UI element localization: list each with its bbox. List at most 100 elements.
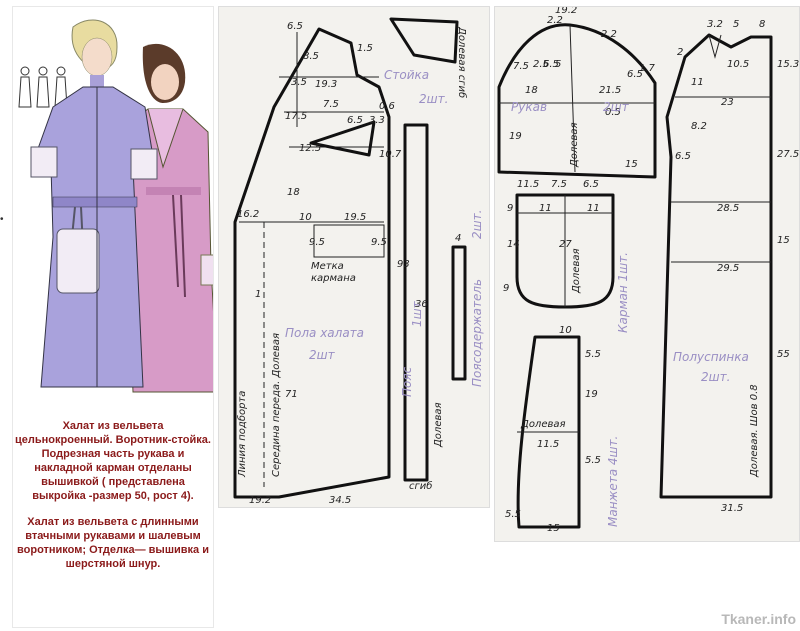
pattern-text: 11.5 xyxy=(517,179,539,190)
belt-loop-strip xyxy=(451,245,467,381)
pattern-text: 15.3 xyxy=(777,59,799,70)
pattern-text: Долевая xyxy=(433,402,444,448)
pattern-text: 9.5 xyxy=(371,237,387,248)
pattern-text: 17.5 xyxy=(285,111,307,122)
pattern-text: 11.5 xyxy=(537,439,559,450)
pattern-text: 8.2 xyxy=(691,121,707,132)
pattern-text: 6.5 xyxy=(543,59,559,70)
pattern-text: 5 xyxy=(555,59,561,70)
pattern-text: 15 xyxy=(547,523,560,534)
pattern-text: 4 xyxy=(455,233,461,244)
pattern-text: 93 xyxy=(397,259,410,270)
front-pattern-panel: 6.5 8.5 1.5 3.5 19.3 7.5 6.5 3.3 12.5 17… xyxy=(218,6,490,508)
pattern-text: 19.2 xyxy=(249,495,271,506)
collar-stand-label: Стойка xyxy=(384,68,429,82)
pattern-text: 19.2 xyxy=(555,7,577,16)
pattern-text: 5.5 xyxy=(585,349,601,360)
pattern-text: 6.5 xyxy=(347,115,363,126)
robe-illustration xyxy=(18,19,213,393)
collar-stand-piece xyxy=(389,17,459,64)
pattern-text: Долевая сгиб xyxy=(456,26,468,98)
pattern-text: 18 xyxy=(525,85,538,96)
pattern-text: 2.5 xyxy=(533,59,549,70)
pattern-text: 9.5 xyxy=(309,237,325,248)
page-marker: • xyxy=(0,214,4,225)
pattern-text: 10.7 xyxy=(379,149,402,160)
pink-robe-figure xyxy=(122,43,213,393)
pattern-text: Долевая xyxy=(571,248,582,294)
pattern-text: 31.5 xyxy=(721,503,743,514)
pattern-text: 6.5 xyxy=(675,151,691,162)
sleeve-piece xyxy=(497,23,657,179)
pattern-text: 10 xyxy=(559,325,572,336)
pattern-text: 2.2 xyxy=(601,29,617,40)
caption-paragraph-2: Халат из вельвета с длинными втачными ру… xyxy=(17,516,209,570)
pattern-text: 1шт xyxy=(410,300,424,327)
pattern-text: 19.3 xyxy=(315,79,337,90)
pattern-text: 15 xyxy=(777,235,790,246)
watermark-logo: Tkaner.info xyxy=(721,611,796,627)
pattern-text: 19.5 xyxy=(344,212,366,223)
pattern-text: 9 xyxy=(507,203,513,214)
illustration-panel: Халат из вельвета цельнокроенный. Воротн… xyxy=(12,6,214,628)
pattern-text: 2шт. xyxy=(701,370,730,384)
pattern-text: 5.5 xyxy=(585,455,601,466)
pattern-text: Долевая. Шов 0.8 xyxy=(749,384,760,478)
pattern-text: 29.5 xyxy=(717,263,739,274)
pattern-text: Долевая xyxy=(520,419,566,430)
pattern-text: 2.2 xyxy=(547,15,563,26)
pattern-text: 2шт. xyxy=(419,92,448,106)
pattern-text: 6.5 xyxy=(287,21,303,32)
pattern-text: 8 xyxy=(759,19,765,30)
pattern-text: 36 xyxy=(415,299,428,310)
pattern-text: 9 xyxy=(503,283,509,294)
pattern-text: 6.5 xyxy=(583,179,599,190)
pattern-text: 34.5 xyxy=(329,495,351,506)
back-half-piece xyxy=(659,33,773,499)
pattern-text: 3.5 xyxy=(291,77,307,88)
pattern-text: 15 xyxy=(625,159,638,170)
pattern-text: 19 xyxy=(585,389,598,400)
pattern-text: 1.5 xyxy=(357,43,373,54)
back-half-label: Полуспинка xyxy=(673,350,749,364)
pattern-text: 0.6 xyxy=(379,101,395,112)
pattern-text: 7.5 xyxy=(513,61,529,72)
pattern-text: 3.3 xyxy=(369,115,385,126)
pattern-text: 18 xyxy=(287,187,300,198)
pattern-text: 27.5 xyxy=(777,149,799,160)
front-panel-outline xyxy=(233,27,391,499)
pattern-text: 2шт xyxy=(309,348,336,362)
pattern-text: 2 xyxy=(677,47,683,58)
sleeve-label: Рукав xyxy=(511,100,547,114)
pattern-text: Долевая xyxy=(569,122,580,168)
pattern-text: кармана xyxy=(311,273,356,284)
back-pattern-panel: 19.2 2.2 2.2 1.7 7.5 2.5 6.5 5 18 21.5 6… xyxy=(494,5,800,542)
belt-strip xyxy=(403,123,429,482)
pattern-text: 11 xyxy=(691,77,704,88)
pocket-label: Карман 1шт. xyxy=(616,252,630,333)
pattern-text: 10.5 xyxy=(727,59,749,70)
pattern-text: 7.5 xyxy=(551,179,567,190)
pattern-text: 23 xyxy=(721,97,734,108)
back-pattern-drawing: 19.2 2.2 2.2 1.7 7.5 2.5 6.5 5 18 21.5 6… xyxy=(497,5,799,534)
lavender-robe-figure xyxy=(30,19,158,388)
pattern-text: 55 xyxy=(777,349,790,360)
belt-loop-label: Поясодержатель xyxy=(470,279,484,387)
pattern-text: 1 xyxy=(255,289,261,300)
pattern-text: 5 xyxy=(733,19,739,30)
pattern-text: 28.5 xyxy=(717,203,739,214)
pocket-mark-label: Метка xyxy=(311,261,344,272)
pattern-text: 7.5 xyxy=(323,99,339,110)
center-front-label: Середина переда. Долевая xyxy=(271,333,282,477)
thumbnail-figures xyxy=(18,66,68,108)
pattern-text: 3.2 xyxy=(707,19,723,30)
facing-line-label: Линия подборта xyxy=(236,391,248,478)
caption-paragraph-1: Халат из вельвета цельнокроенный. Воротн… xyxy=(15,420,211,502)
pattern-text: 71 xyxy=(285,389,298,400)
cuff-piece xyxy=(516,335,581,529)
pattern-text: 12.5 xyxy=(299,143,321,154)
caption-text: Халат из вельвета цельнокроенный. Воротн… xyxy=(13,419,213,583)
pattern-text: 19 xyxy=(509,131,522,142)
front-panel-label: Пола халата xyxy=(285,326,364,340)
pattern-text: 16.2 xyxy=(237,209,259,220)
